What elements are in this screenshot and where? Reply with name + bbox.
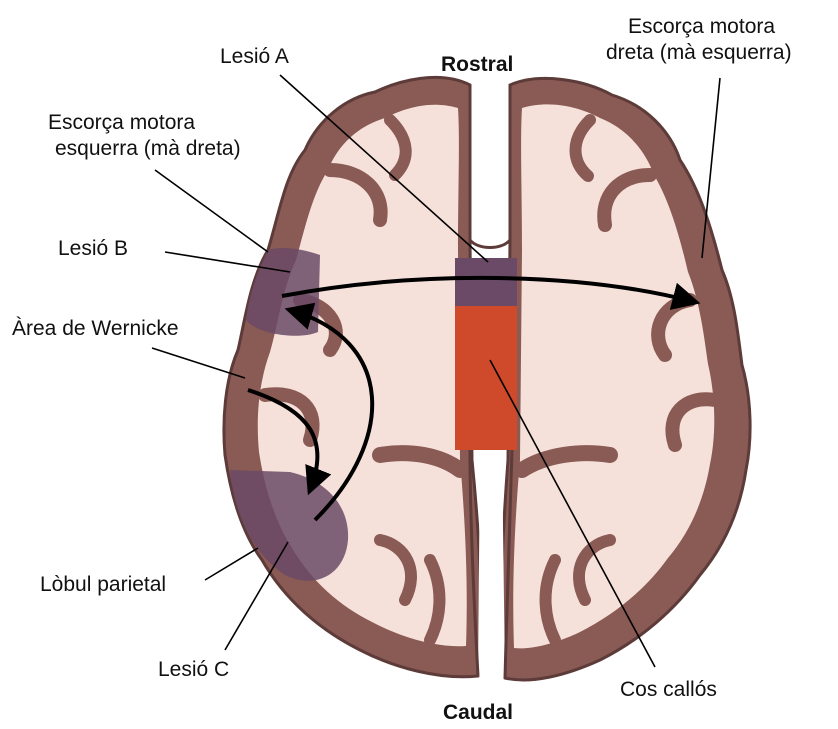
leader-lesio-c [225, 542, 288, 650]
label-escorca-esquerra-line2: esquerra (mà dreta) [55, 137, 241, 160]
leader-lobul-parietal [205, 548, 258, 580]
label-rostral: Rostral [441, 53, 513, 76]
label-escorca-esquerra-line1: Escorça motora [48, 111, 195, 134]
longitudinal-fissure [470, 85, 510, 248]
label-lesio-a: Lesió A [220, 45, 289, 68]
label-lesio-c: Lesió C [158, 658, 229, 681]
lesion-a-region [455, 258, 517, 306]
label-area-wernicke: Àrea de Wernicke [12, 317, 179, 340]
label-lobul-parietal: Lòbul parietal [40, 573, 166, 596]
leader-area-wernicke [152, 348, 245, 378]
label-escorca-dreta-line2: dreta (mà esquerra) [606, 41, 792, 64]
leader-escorca-esquerra [155, 170, 268, 252]
right-hemisphere [500, 78, 750, 680]
label-cos-callos: Cos callós [620, 678, 717, 701]
longitudinal-fissure-caudal [478, 450, 505, 678]
label-caudal: Caudal [443, 701, 513, 724]
corpus-callosum [455, 300, 517, 450]
label-lesio-b: Lesió B [58, 237, 128, 260]
label-escorca-dreta-line1: Escorça motora [628, 15, 775, 38]
